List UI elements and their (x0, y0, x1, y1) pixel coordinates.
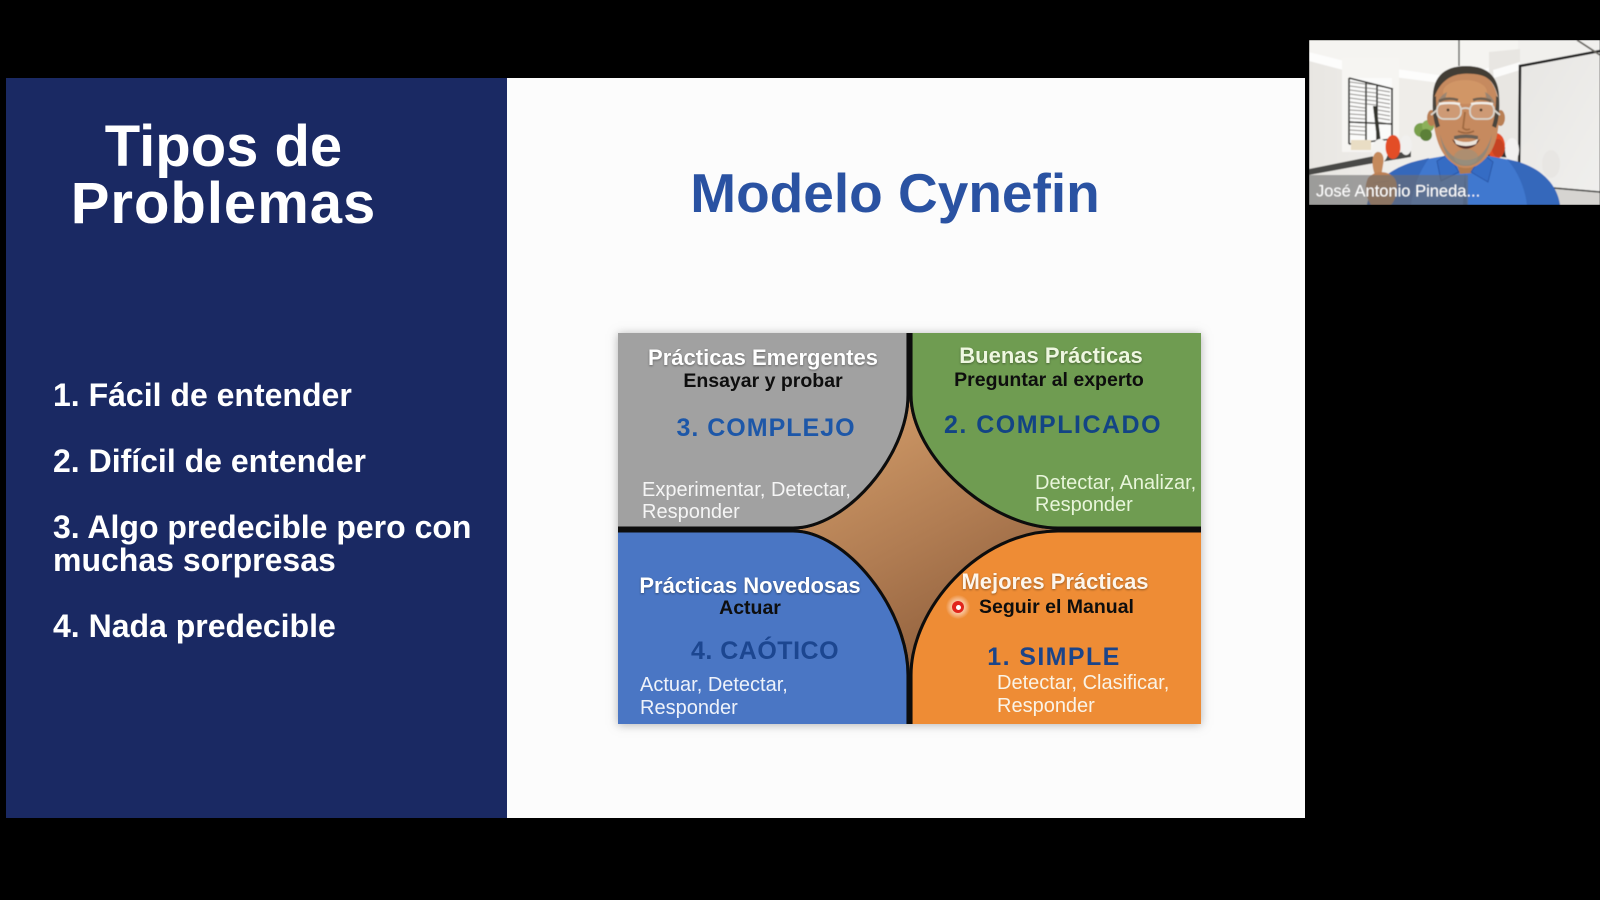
svg-text:José Antonio Pineda...: José Antonio Pineda... (1316, 183, 1480, 201)
